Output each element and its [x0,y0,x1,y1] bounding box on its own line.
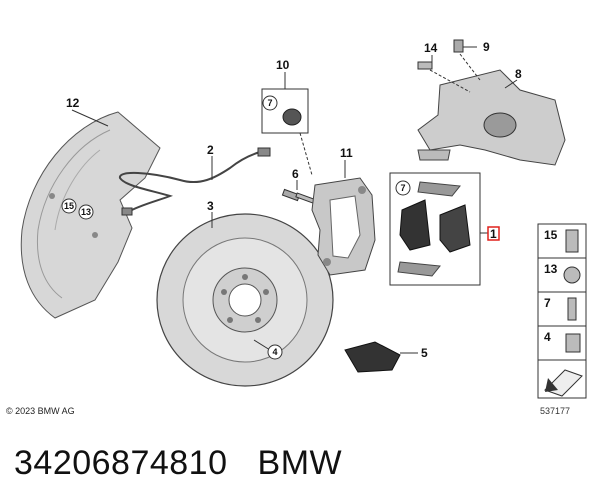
label-part-8: 8 [515,67,522,81]
label-part-10: 10 [276,58,290,72]
svg-text:4: 4 [272,347,277,357]
copyright-text: © 2023 BMW AG [6,406,75,416]
caliper-illustration [417,69,566,166]
brake-disc-illustration [156,212,334,387]
wear-sensor-illustration [119,147,271,216]
brand-name: BMW [257,444,343,482]
label-part-11: 11 [340,146,353,160]
label-part-6: 6 [292,167,299,181]
label-part-14: 14 [424,41,438,55]
label-part-3: 3 [207,199,214,213]
label-part-2: 2 [207,143,214,157]
svg-text:7: 7 [400,183,405,193]
callout-circle-13: 13 [78,204,94,220]
svg-text:4: 4 [544,330,551,344]
hardware-legend: 15 13 7 4 [537,223,587,399]
label-part-1: 1 [490,227,497,241]
exploded-parts-diagram: 12 15 13 2 3 4 7 [20,39,587,399]
image-id: 537177 [540,406,571,416]
brake-pad-kit-box: 7 [389,172,500,286]
callout-circle-15: 15 [61,198,77,214]
svg-text:7: 7 [267,98,272,108]
label-part-9: 9 [483,40,490,54]
svg-text:15: 15 [64,201,74,211]
label-part-12: 12 [66,96,80,110]
part-number: 34206874810 [14,444,228,482]
caliper-carrier-illustration [311,160,376,276]
inset-box-part-10: 7 [261,72,313,176]
callout-circle-4: 4 [253,339,283,360]
svg-text:13: 13 [544,262,558,276]
svg-text:15: 15 [544,228,558,242]
footer-caption: 34206874810 BMW [14,444,342,483]
label-part-5: 5 [421,346,428,360]
bolt-part-6-illustration [281,180,315,204]
svg-text:13: 13 [81,207,91,217]
grease-packet-illustration [344,341,418,373]
bleed-screw-illustration [417,39,481,93]
svg-text:7: 7 [544,296,551,310]
